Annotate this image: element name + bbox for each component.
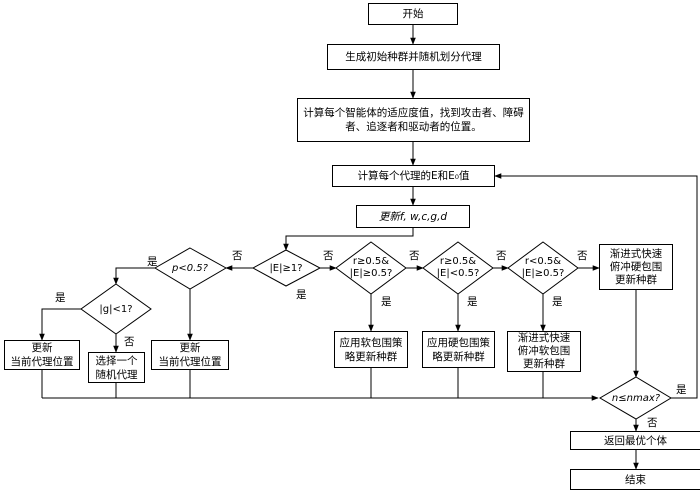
diamond-cond-g [80, 283, 152, 335]
edge-loop-back [494, 173, 698, 399]
text-cond-r3: r<0.5& |E|≥0.5? [521, 256, 565, 279]
label-condr2-no: 否 [409, 250, 420, 262]
diamond-cond-iter [599, 376, 672, 420]
label-iter-yes: 是 [676, 384, 687, 396]
node-hard-dive: 渐进式快速 俯冲硬包围 更新种群 [599, 244, 673, 290]
diamond-cond-r1 [335, 241, 407, 295]
label-conde-yes: 是 [296, 289, 307, 301]
label-condr3-no: 否 [496, 250, 507, 262]
node-fitness: 计算每个智能体的适应度值，找到攻击者、障碍者、追逐者和驱动者的位置。 [297, 98, 530, 142]
label-iter-no: 否 [647, 417, 658, 429]
label-conde-no: 否 [232, 250, 243, 262]
text-cond-iter: n≤nmax? [611, 392, 661, 404]
node-soft-dive: 渐进式快速 俯冲软包围 更新种群 [507, 331, 581, 372]
label-condg-yes: 是 [55, 292, 66, 304]
node-end: 结束 [570, 469, 700, 490]
diamond-cond-e [251, 249, 322, 287]
diamond-cond-p [154, 247, 228, 290]
diamond-cond-r3 [507, 241, 579, 295]
edge-condp-condg [113, 267, 155, 285]
node-soft-besiege: 应用软包围策 略更新种群 [334, 331, 408, 368]
text-cond-r1: r≥0.5& |E|≥0.5? [349, 256, 393, 279]
label-condr1-yes: 是 [381, 296, 392, 308]
diamond-cond-r2 [422, 241, 494, 295]
label-condr1-no: 否 [323, 250, 334, 262]
label-condp-yes: 是 [147, 256, 158, 268]
text-cond-e: |E|≥1? [269, 262, 303, 274]
node-return-best: 返回最优个体 [570, 431, 700, 450]
label-harddive-no: 否 [577, 250, 588, 262]
text-cond-r2: r≥0.5& |E|<0.5? [436, 256, 480, 279]
label-condg-no: 否 [124, 336, 135, 348]
node-update-current: 更新 当前代理位置 [4, 340, 80, 370]
label-condr2-yes: 是 [467, 296, 478, 308]
edge-condg-updatecurrent [39, 308, 81, 341]
node-compute-e: 计算每个代理的E和E₀值 [332, 165, 495, 187]
text-cond-p: p<0.5? [172, 262, 208, 274]
node-update-params: 更新f, w,c,g,d [356, 205, 470, 228]
edge-update-conde [283, 228, 414, 251]
node-hard-besiege: 应用硬包围策 略更新种群 [422, 331, 495, 368]
text-cond-g: |g|<1? [99, 303, 133, 315]
node-update-agent: 更新 当前代理位置 [151, 340, 229, 370]
label-condr3-yes: 是 [552, 296, 563, 308]
node-start: 开始 [368, 3, 458, 25]
node-select-random: 选择一个 随机代理 [88, 352, 145, 383]
node-init: 生成初始种群并随机划分代理 [327, 44, 500, 70]
